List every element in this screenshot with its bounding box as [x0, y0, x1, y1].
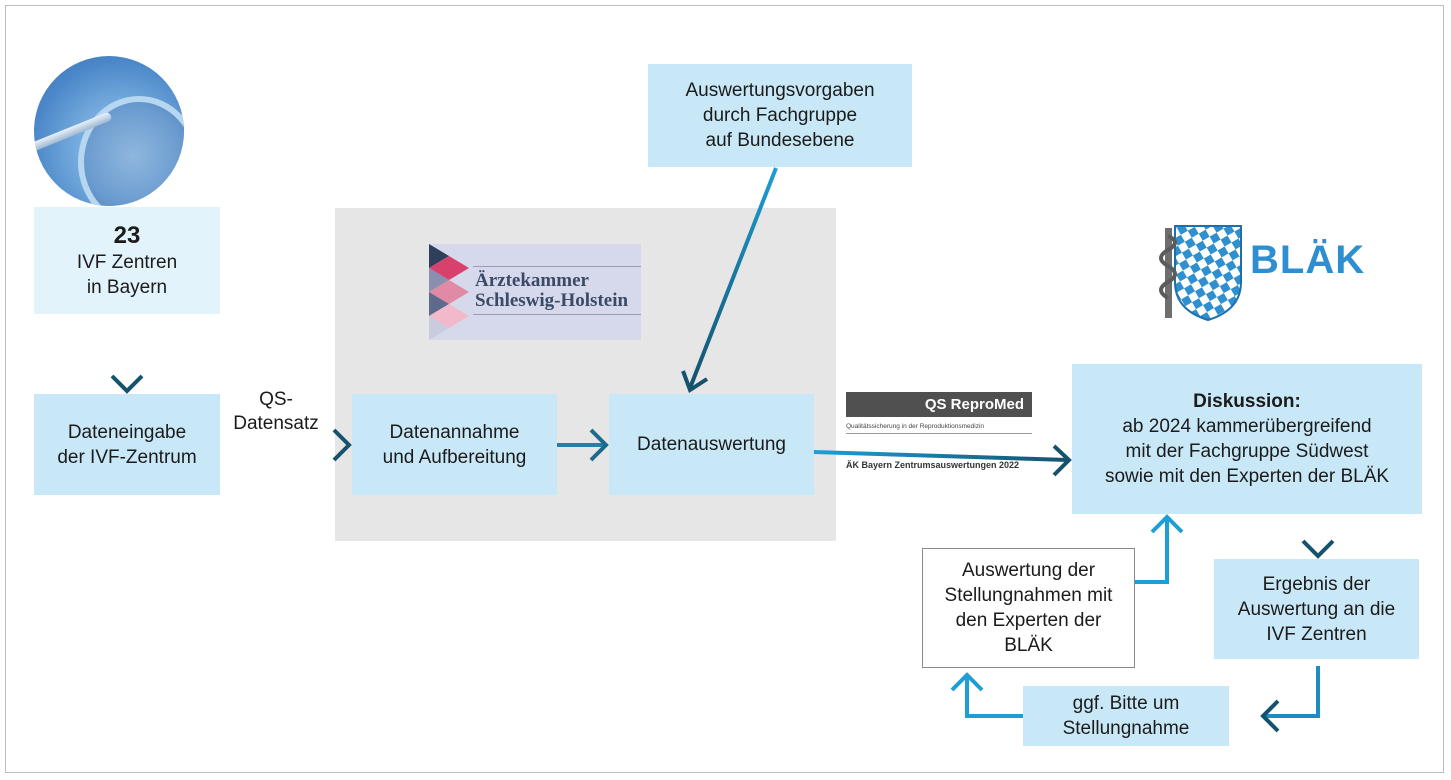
review-line2: Stellungnahmen mit: [944, 585, 1113, 606]
evaluation-specs-box: Auswertungsvorgaben durch Fachgruppe auf…: [648, 64, 912, 167]
qs-repromed-logo: QS ReproMed Qualitätssicherung in der Re…: [846, 392, 1032, 470]
discussion-line2: mit der Fachgruppe Südwest: [1125, 441, 1369, 462]
result-line3: IVF Zentren: [1266, 623, 1367, 645]
centers-line2: in Bayern: [86, 276, 168, 298]
arrow-intake-to-evaluation: [557, 428, 609, 462]
qs-subtitle: Qualitätssicherung in der Reproduktionsm…: [846, 423, 985, 430]
data-intake-box: Datenannahme und Aufbereitung: [352, 394, 557, 495]
statement-review-box: Auswertung der Stellungnahmen mit den Ex…: [922, 548, 1135, 668]
blaek-text: BLÄK: [1250, 238, 1366, 282]
statement-request-box: ggf. Bitte um Stellungnahme: [1023, 686, 1229, 746]
qs-title: QS ReproMed: [924, 396, 1024, 413]
data-input-box: Dateneingabe der IVF-Zentrum: [34, 394, 220, 495]
diagram-frame: [5, 5, 1444, 773]
discussion-line3: sowie mit den Experten der BLÄK: [1104, 466, 1390, 487]
blaek-shield-icon: [1159, 225, 1242, 322]
aeksh-line-top: [473, 266, 641, 267]
specs-line2: durch Fachgruppe: [702, 105, 858, 126]
evaluation-text: Datenauswertung: [637, 434, 786, 455]
review-line4: BLÄK: [1004, 635, 1053, 656]
aeksh-name-line2: Schleswig-Holstein: [475, 290, 629, 311]
intake-line1: Datenannahme: [389, 421, 520, 443]
qs-caption: ÄK Bayern Zentrumsauswertungen 2022: [846, 460, 1020, 470]
aeksh-emblem-icon: [429, 244, 469, 340]
data-evaluation-box: Datenauswertung: [609, 394, 814, 495]
specs-line3: auf Bundesebene: [705, 130, 855, 151]
centers-count: 23: [113, 221, 141, 249]
arrow-result-to-request: [1260, 666, 1320, 733]
blaek-logo: BLÄK: [1155, 222, 1364, 322]
arrow-specs-to-evaluation: [681, 167, 778, 394]
qs-divider: [846, 433, 1032, 434]
arrow-discussion-to-result: [1301, 514, 1335, 559]
arrow-request-to-review: [950, 672, 1023, 718]
result-line2: Auswertung an die: [1237, 598, 1396, 620]
arrow-centers-to-input: [110, 316, 144, 394]
discussion-title: Diskussion:: [1193, 391, 1301, 412]
dataset-label: QS- Datensatz: [224, 388, 328, 436]
arrow-review-to-discussion: [1135, 514, 1184, 584]
aeksh-logo: Ärztekammer Schleswig-Holstein: [429, 244, 641, 340]
input-line1: Dateneingabe: [67, 421, 187, 443]
intake-line2: und Aufbereitung: [382, 446, 527, 468]
result-box: Ergebnis der Auswertung an die IVF Zentr…: [1214, 559, 1419, 659]
input-line2: der IVF-Zentrum: [57, 446, 197, 468]
centers-line1: IVF Zentren: [76, 251, 178, 273]
discussion-box: Diskussion: ab 2024 kammerübergreifend m…: [1072, 364, 1422, 514]
qs-title-bar: QS ReproMed: [846, 392, 1032, 417]
review-line3: den Experten der: [955, 610, 1102, 631]
arrow-evaluation-to-discussion: [813, 444, 1072, 477]
discussion-line1: ab 2024 kammerübergreifend: [1122, 416, 1372, 437]
review-line1: Auswertung der: [961, 560, 1096, 581]
specs-line1: Auswertungsvorgaben: [685, 80, 875, 101]
aeksh-line-bottom: [473, 314, 641, 315]
dataset-line1: QS-: [259, 389, 293, 410]
request-line1: ggf. Bitte um: [1072, 693, 1180, 714]
dataset-line2: Datensatz: [233, 413, 319, 434]
arrow-input-to-intake: [220, 428, 352, 462]
request-line2: Stellungnahme: [1062, 718, 1190, 739]
egg-cell: [78, 96, 184, 206]
ivf-centers-box: 23 IVF Zentren in Bayern: [34, 207, 220, 314]
aeksh-name-line1: Ärztekammer: [475, 270, 589, 291]
ivf-photo: [34, 56, 184, 206]
result-line1: Ergebnis der: [1262, 573, 1371, 595]
